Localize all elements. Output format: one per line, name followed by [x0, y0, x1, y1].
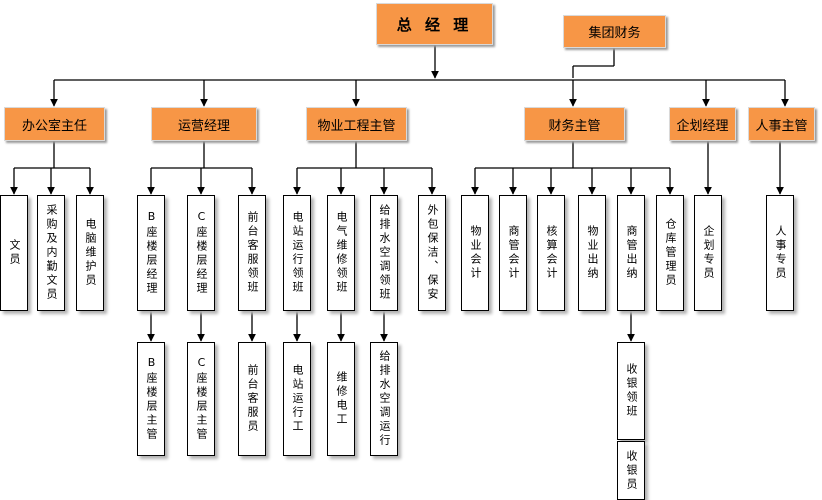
node-planning-specialist: 企划专员 — [694, 195, 722, 311]
node-maintenance-electrician: 维修电工 — [327, 342, 355, 456]
node-general-manager: 总 经 理 — [376, 3, 493, 45]
node-commercial-cashier: 商管出纳 — [617, 195, 645, 311]
node-electrical-lead: 电气维修领班 — [327, 195, 355, 311]
node-power-station-lead: 电站运行领班 — [283, 195, 311, 311]
node-power-station-operator: 电站运行工 — [283, 342, 311, 456]
node-office-director: 办公室主任 — [4, 107, 105, 141]
node-hr-specialist: 人事专员 — [766, 195, 794, 311]
node-outsourced-cleaning-security: 外包保洁、保安 — [418, 195, 446, 311]
node-front-desk-staff: 前台客服员 — [238, 342, 266, 456]
node-c-floor-manager: C座楼层经理 — [187, 195, 215, 311]
node-hr-supervisor: 人事主管 — [748, 107, 815, 141]
node-operations-manager: 运营经理 — [151, 107, 257, 141]
node-property-accountant: 物业会计 — [461, 195, 489, 311]
node-group-finance: 集团财务 — [563, 15, 666, 48]
node-commercial-accountant: 商管会计 — [499, 195, 527, 311]
node-warehouse-keeper: 仓库管理员 — [656, 195, 684, 311]
node-purchasing-clerk: 采购及内勤文员 — [37, 195, 65, 311]
node-property-cashier: 物业出纳 — [578, 195, 606, 311]
node-it-maintenance: 电脑维护员 — [76, 195, 104, 311]
node-audit-accountant: 核算会计 — [537, 195, 565, 311]
node-b-floor-manager: B座楼层经理 — [137, 195, 165, 311]
node-engineering-supervisor: 物业工程主管 — [306, 107, 407, 141]
node-clerk: 文员 — [0, 195, 28, 311]
node-finance-supervisor: 财务主管 — [524, 107, 625, 141]
node-water-hvac-operator: 给排水空调运行 — [370, 342, 398, 456]
node-front-desk-lead: 前台客服领班 — [238, 195, 266, 311]
node-b-floor-supervisor: B座楼层主管 — [137, 342, 165, 456]
node-cashier-lead: 收银领班 — [617, 342, 645, 440]
node-c-floor-supervisor: C座楼层主管 — [187, 342, 215, 456]
node-cashier: 收银员 — [617, 441, 645, 500]
node-planning-manager: 企划经理 — [669, 107, 736, 141]
node-water-hvac-lead: 给排水空调领班 — [370, 195, 398, 311]
